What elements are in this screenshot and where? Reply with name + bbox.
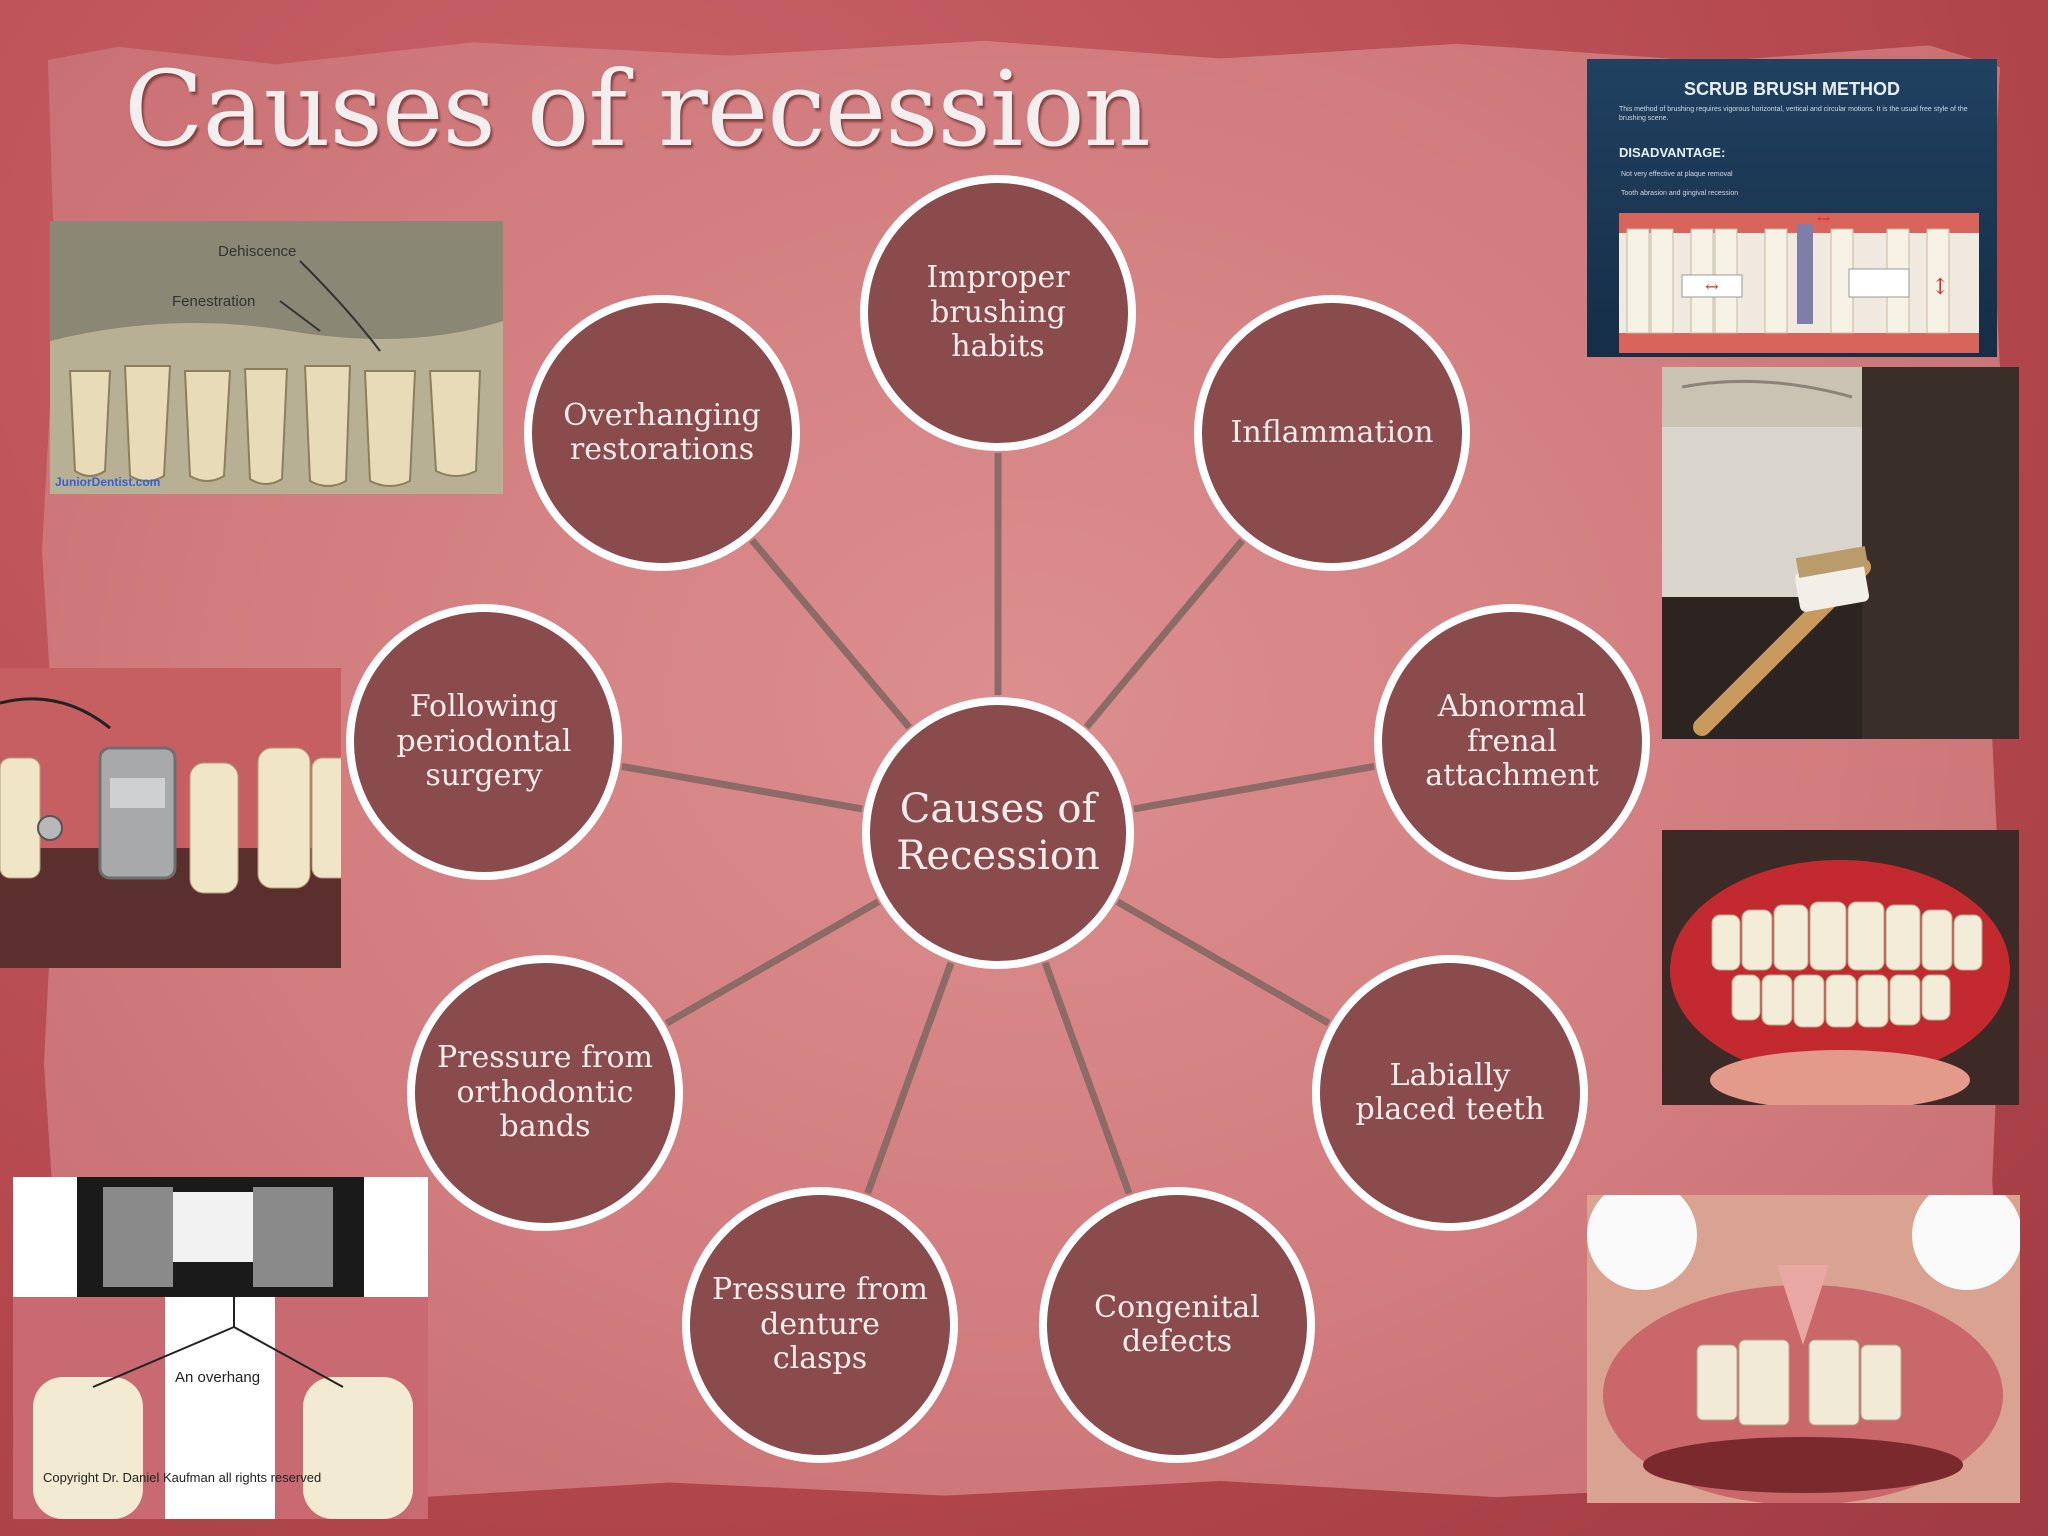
connector-line — [1115, 898, 1331, 1027]
cause-label: Labially placed teeth — [1355, 1057, 1545, 1127]
scrub-brush-title: SCRUB BRUSH METHOD — [1684, 79, 1900, 99]
disadvantage-heading: DISADVANTAGE: — [1619, 145, 1725, 160]
scrub-brush-body: This method of brushing requires vigorou… — [1619, 106, 1968, 123]
connector-line — [864, 961, 955, 1195]
connector-lines — [621, 453, 1375, 1195]
orthodontic-bands-photo — [0, 668, 341, 968]
cause-circle — [346, 604, 622, 880]
cause-circle — [524, 295, 800, 571]
cause-label: Inflammation — [1230, 414, 1434, 450]
cause-circle — [1039, 1187, 1315, 1463]
cause-label: Congenital defects — [1094, 1289, 1260, 1359]
cause-label: Pressure from denture clasps — [712, 1272, 928, 1377]
dehiscence-label: Dehiscence — [218, 243, 296, 260]
frenum-photo — [1587, 1195, 2020, 1503]
center-label: Causes of Recession — [896, 785, 1100, 879]
overhang-xray-photo: An overhang Copyright Dr. Daniel Kaufman… — [13, 1177, 428, 1519]
cause-circle — [1194, 295, 1470, 571]
cause-circle — [860, 175, 1136, 451]
svg-text:↕: ↕ — [1931, 275, 1949, 300]
overhang-copyright: Copyright Dr. Daniel Kaufman all rights … — [43, 1470, 321, 1485]
connector-line — [1133, 762, 1375, 813]
connector-line — [749, 537, 912, 730]
overhang-label: An overhang — [175, 1369, 260, 1386]
baking-soda-toothbrush-photo — [1662, 367, 2019, 739]
center-circle — [862, 697, 1134, 969]
svg-text:↔: ↔ — [1705, 277, 1718, 296]
cause-circle — [407, 955, 683, 1231]
connector-line — [664, 898, 881, 1027]
cause-label: Pressure from orthodontic bands — [437, 1040, 653, 1145]
cause-circle — [1312, 955, 1588, 1231]
cause-label: Improper brushing habits — [926, 260, 1070, 365]
cause-label: Abnormal frenal attachment — [1425, 689, 1599, 794]
svg-text:↔: ↔ — [1817, 209, 1830, 228]
scrub-brush-infographic: SCRUB BRUSH METHOD This method of brushi… — [1587, 59, 1997, 357]
gingivitis-photo — [1662, 830, 2019, 1105]
disadvantage-bullet-2: Tooth abrasion and gingival recession — [1621, 190, 1738, 197]
cause-circle — [682, 1187, 958, 1463]
cause-circle — [1374, 604, 1650, 880]
connector-line — [1083, 538, 1245, 730]
slide-title: Causes of recession — [124, 48, 1151, 170]
dehiscence-photo: Dehiscence Fenestration JuniorDentist.co… — [50, 221, 503, 494]
dehiscence-watermark: JuniorDentist.com — [55, 475, 160, 489]
cause-label: Following periodontal surgery — [396, 689, 572, 794]
connector-line — [621, 762, 863, 813]
disadvantage-bullet-1: Not very effective at plaque removal — [1621, 171, 1733, 178]
cause-label: Overhanging restorations — [563, 397, 761, 467]
fenestration-label: Fenestration — [172, 293, 255, 310]
connector-line — [1041, 961, 1133, 1195]
diagram-circles — [346, 175, 1650, 1463]
